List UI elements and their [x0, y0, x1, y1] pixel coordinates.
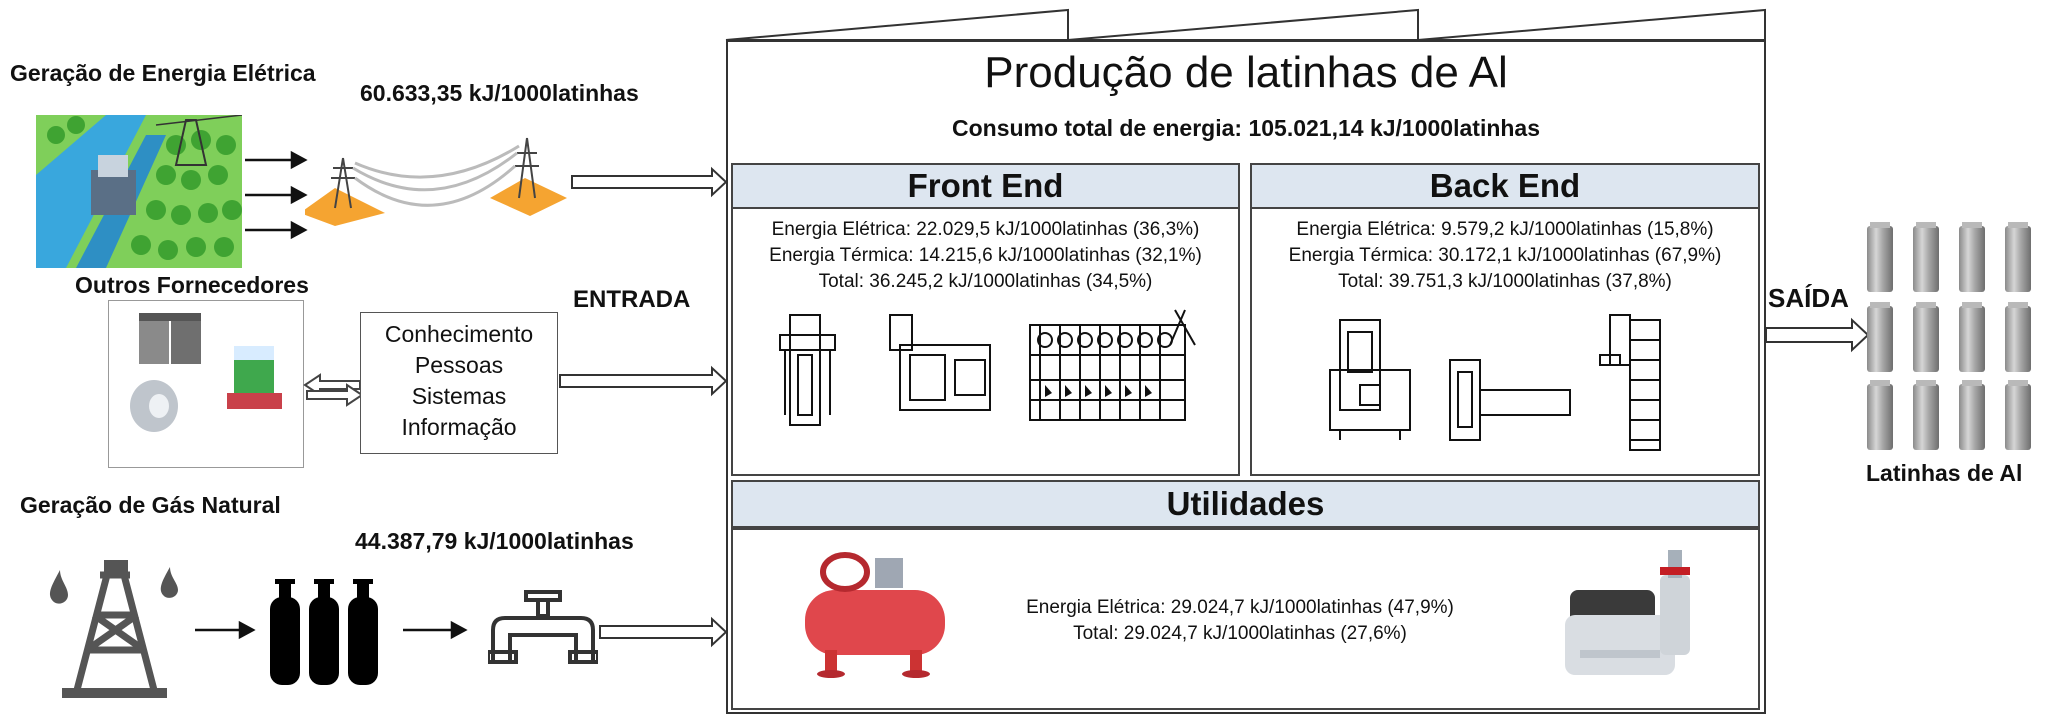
total-energy-consumption: Consumo total de energia: 105.021,14 kJ/… — [951, 115, 1541, 141]
gas-generation-title: Geração de Gás Natural — [20, 492, 281, 518]
cans-label: Latinhas de Al — [1866, 460, 2023, 486]
knowledge-line: Conhecimento — [384, 321, 534, 347]
saida-label: SAÍDA — [1768, 283, 1849, 313]
gas-energy-value: 44.387,79 kJ/1000latinhas — [355, 528, 634, 554]
vacuum-pump-icon — [1560, 545, 1710, 680]
power-line-icon — [300, 128, 567, 228]
front-end-electric: Energia Elétrica: 22.029,5 kJ/1000latinh… — [771, 219, 1200, 240]
suppliers-title: Outros Fornecedores — [75, 272, 309, 298]
electric-energy-value: 60.633,35 kJ/1000latinhas — [360, 80, 639, 106]
pipe-valve-icon — [486, 590, 600, 665]
back-end-total: Total: 39.751,3 kJ/1000latinhas (37,8%) — [1338, 271, 1672, 292]
knowledge-line: Pessoas — [414, 352, 504, 378]
back-end-thermal: Energia Térmica: 30.172,1 kJ/1000latinha… — [1288, 245, 1722, 266]
air-compressor-icon — [800, 550, 950, 680]
front-end-energy-text: Energia Elétrica: 22.029,5 kJ/1000latinh… — [731, 217, 1240, 295]
oil-derrick-icon — [42, 555, 187, 705]
utilidades-energy-text: Energia Elétrica: 29.024,7 kJ/1000latinh… — [960, 595, 1520, 647]
back-end-electric: Energia Elétrica: 9.579,2 kJ/1000latinha… — [1296, 219, 1714, 240]
front-end-total: Total: 36.245,2 kJ/1000latinhas (34,5%) — [818, 271, 1153, 292]
production-title: Produção de latinhas de Al — [984, 48, 1508, 97]
utilidades-title: Utilidades — [731, 480, 1760, 528]
front-end-title: Front End — [731, 163, 1240, 209]
knowledge-line: Informação — [401, 414, 517, 440]
front-end-machines-icon — [770, 305, 1200, 435]
utilidades-total: Total: 29.024,7 kJ/1000latinhas (27,6%) — [1073, 623, 1407, 644]
aluminum-cans-grid — [1865, 222, 2043, 450]
back-end-machines-icon — [1320, 310, 1720, 455]
front-end-panel — [731, 163, 1240, 476]
material-coils-icon — [108, 300, 304, 468]
knowledge-box: Conhecimento Pessoas Sistemas Informação — [360, 312, 558, 454]
front-end-thermal: Energia Térmica: 14.215,6 kJ/1000latinha… — [769, 245, 1202, 266]
hydro-dam-icon — [36, 114, 243, 268]
knowledge-line: Sistemas — [411, 383, 507, 409]
entrada-label: ENTRADA — [573, 286, 691, 313]
gas-cylinders-icon — [265, 575, 385, 685]
utilidades-electric: Energia Elétrica: 29.024,7 kJ/1000latinh… — [1026, 597, 1454, 618]
back-end-energy-text: Energia Elétrica: 9.579,2 kJ/1000latinha… — [1250, 217, 1760, 295]
electric-generation-title: Geração de Energia Elétrica — [10, 60, 316, 86]
back-end-panel — [1250, 163, 1760, 476]
back-end-title: Back End — [1250, 163, 1760, 209]
